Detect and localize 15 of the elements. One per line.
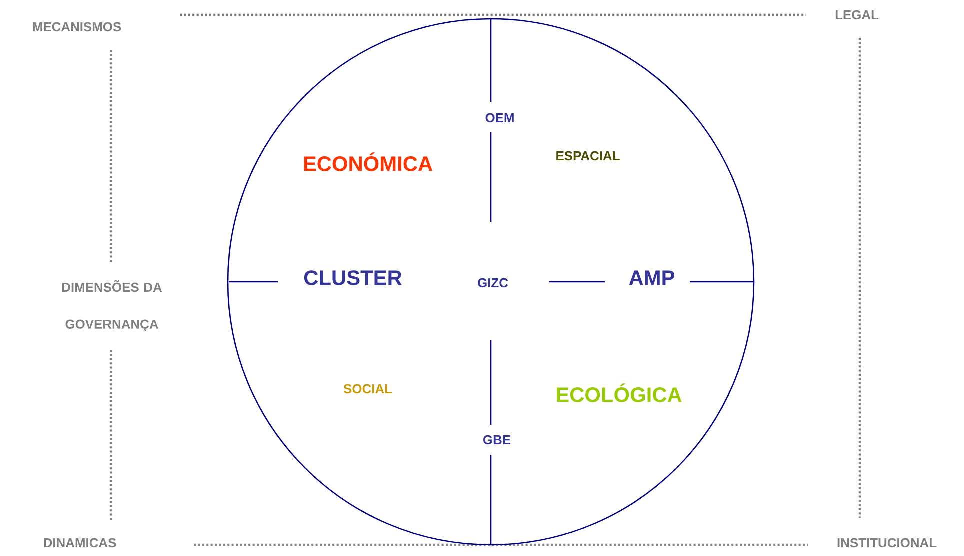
dimension-label: ESPACIAL (556, 151, 620, 161)
axis-label: DINAMICAS (44, 538, 116, 548)
dimension-label: ECONÓMICA (304, 152, 433, 172)
axis-label: LEGAL (836, 10, 879, 20)
dimension-label: ECOLÓGICA (557, 384, 682, 402)
dimension-label: SOCIAL (344, 384, 392, 394)
circle (227, 18, 755, 546)
center-label: GIZC (478, 278, 508, 288)
axis-label: INSTITUCIONAL (838, 538, 937, 548)
sector-label: GBE (484, 435, 511, 445)
axis-label: MECANISMOS (33, 22, 122, 32)
axis-label: DIMENSÕES DA GOVERNANÇA (62, 280, 162, 332)
sector-label: CLUSTER (304, 270, 402, 286)
sector-label: AMP (629, 270, 675, 286)
sector-label: OEM (486, 113, 514, 123)
